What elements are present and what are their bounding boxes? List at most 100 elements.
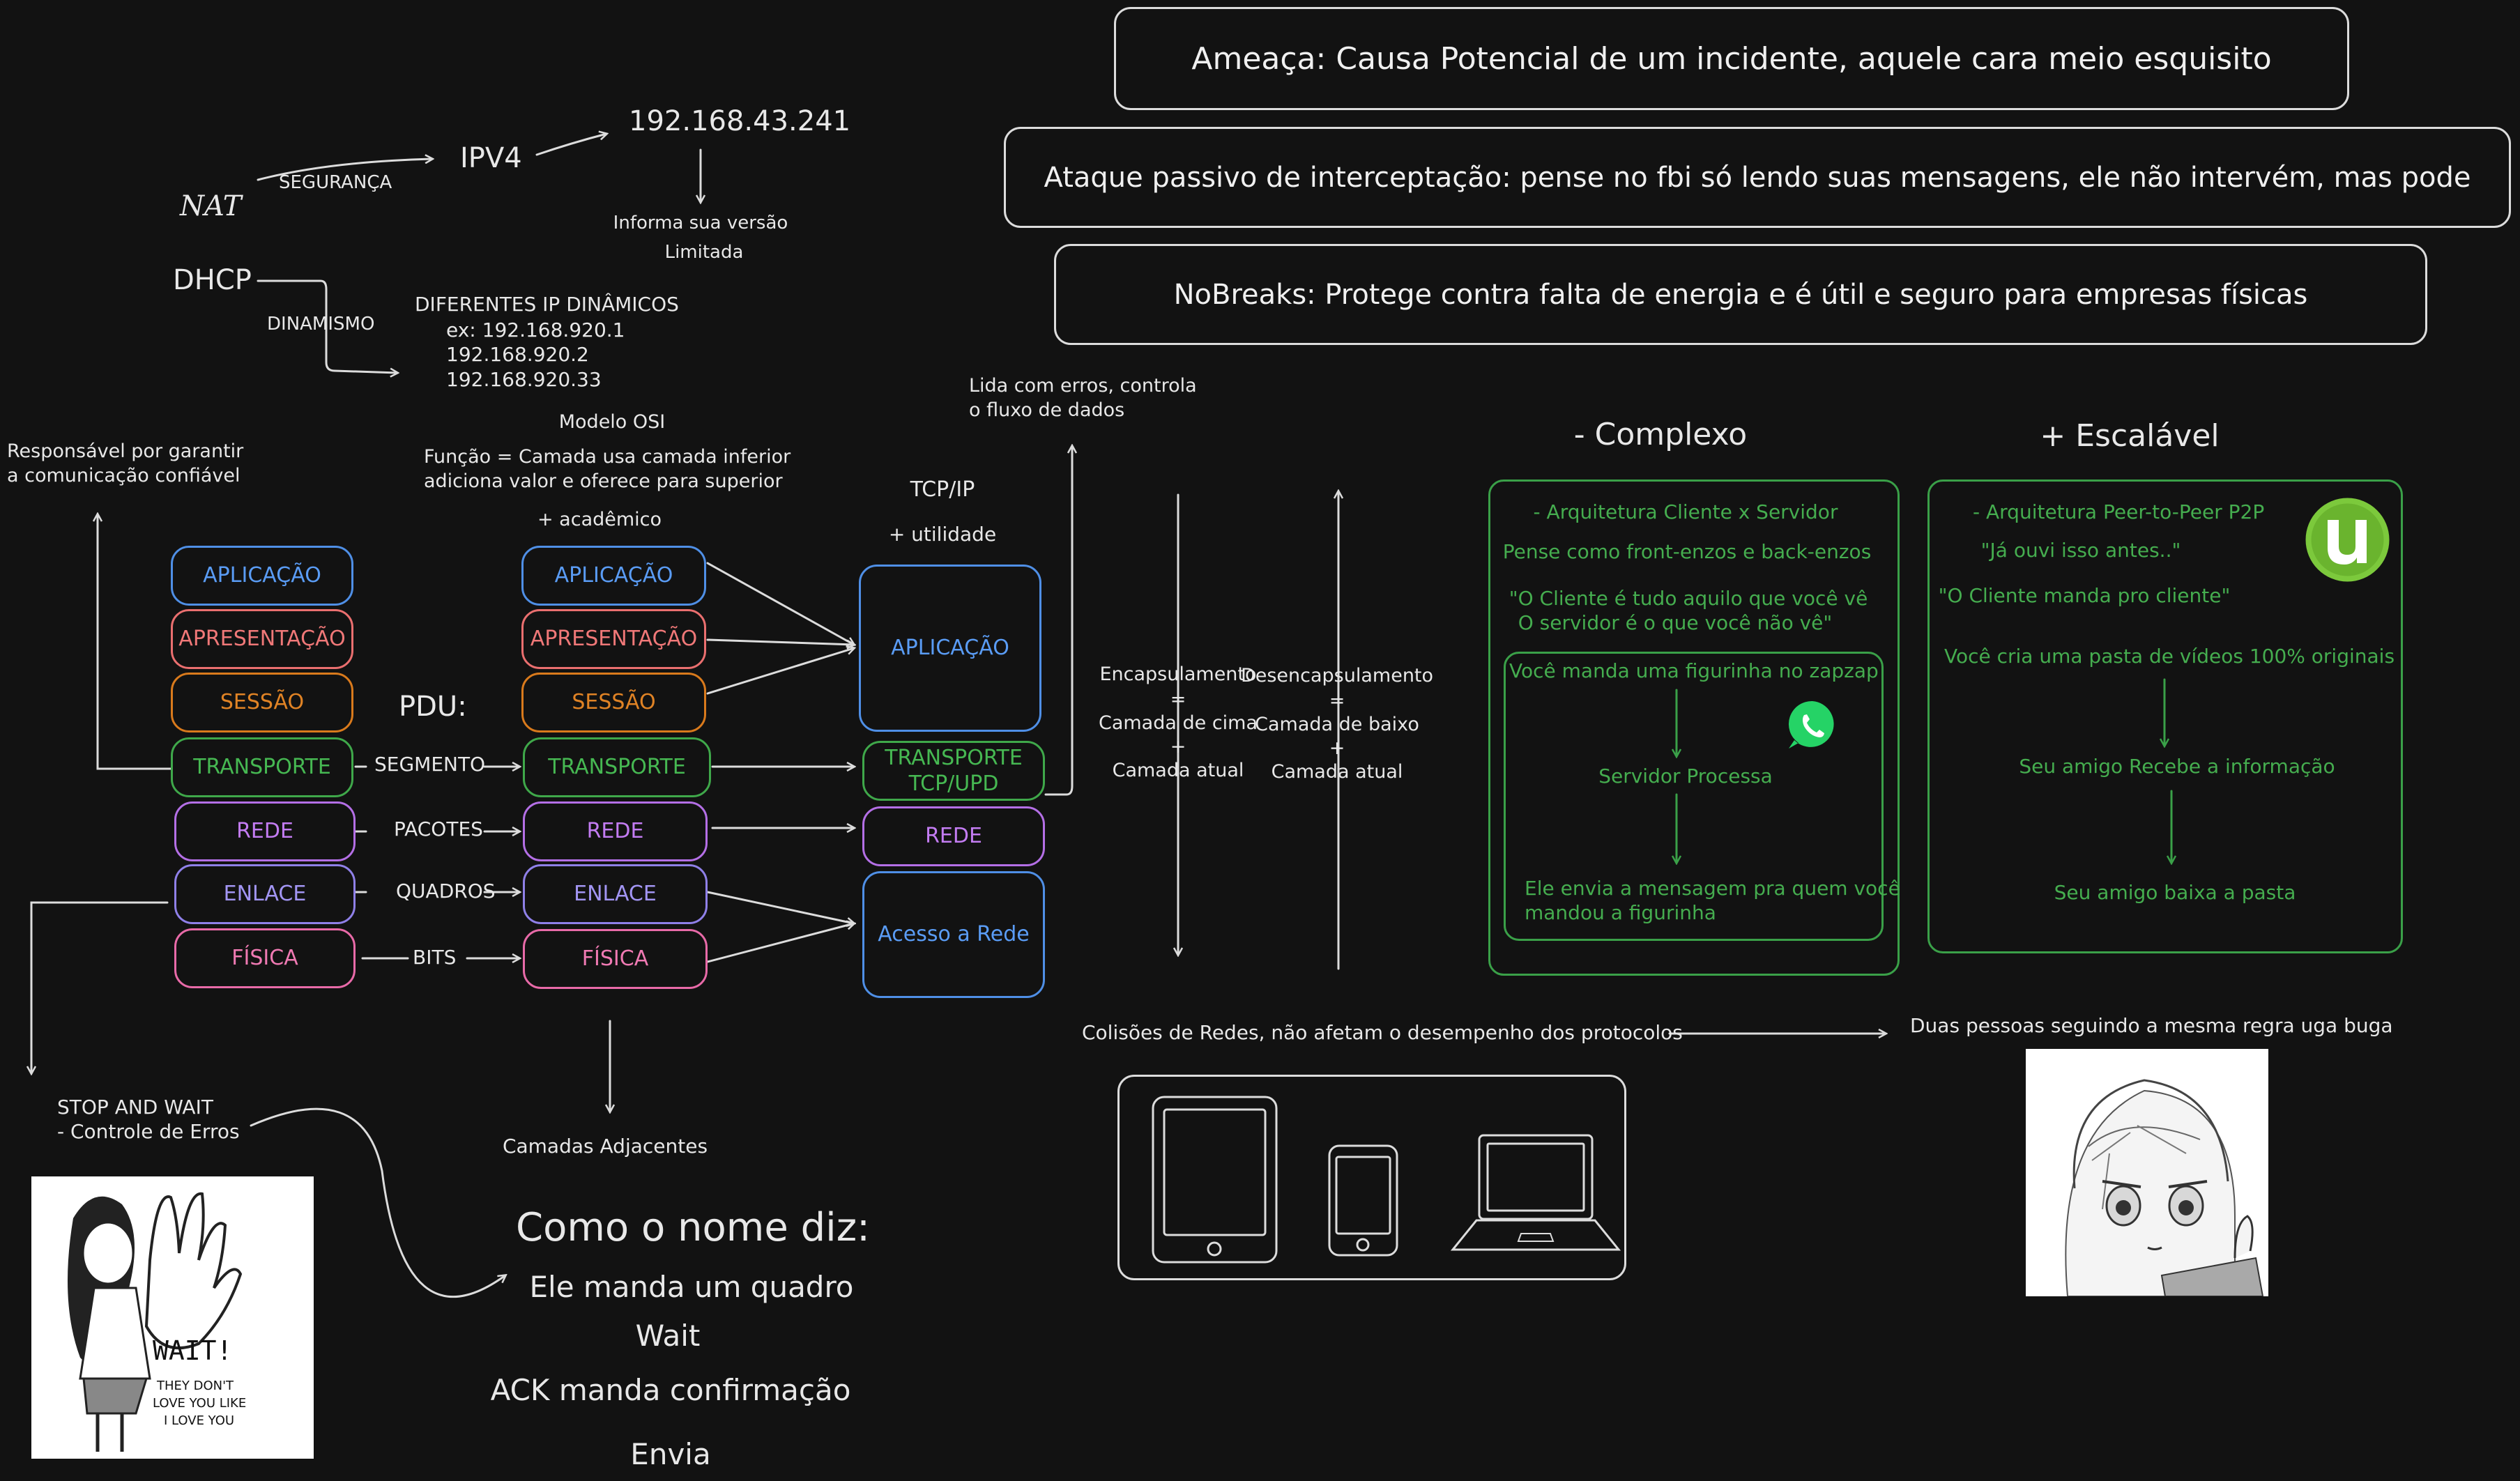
thumbs-up-character-image <box>2026 1049 2268 1296</box>
dinamico-ip-3: 192.168.920.33 <box>446 368 602 391</box>
como-line3: ACK manda confirmação <box>490 1373 851 1407</box>
arrow-ses-tcpapl <box>706 648 854 695</box>
arrow-nat-ipv4 <box>257 159 432 181</box>
escalavel-heading: + Escalável <box>2040 418 2220 454</box>
arrow-dhcp-dinamicos <box>257 279 397 373</box>
osi-left-rede: REDE <box>174 801 356 861</box>
utorrent-icon <box>2305 498 2390 582</box>
p2p-step1: Você cria uma pasta de vídeos 100% origi… <box>1944 645 2395 668</box>
enc-atual: Camada atual <box>1112 760 1244 781</box>
cs-step3-line2: mandou a figurinha <box>1525 901 1716 924</box>
osi-left-sessao: SESSÃO <box>171 673 353 732</box>
tcpip-label: TCP/IP <box>910 477 975 502</box>
arrow-apr-tcpapl <box>706 638 854 645</box>
osi-mid-transporte: TRANSPORTE <box>523 737 711 797</box>
osi-left-enlace: ENLACE <box>174 864 356 924</box>
des-baixo: Camada de baixo <box>1255 714 1419 735</box>
osi-mid-rede: REDE <box>523 801 708 861</box>
p2p-step3: Seu amigo baixa a pasta <box>2054 881 2296 904</box>
arrow-ipv4-ip <box>535 134 606 156</box>
wait-comic-image: WAIT! THEY DON'T LOVE YOU LIKE I LOVE YO… <box>31 1176 314 1459</box>
cs-step3-line1: Ele envia a mensagem pra quem você <box>1525 877 1900 900</box>
ameaca-box: Ameaça: Causa Potencial de um incidente,… <box>1114 7 2349 110</box>
tcpip-transporte-line2: TCP/UPD <box>908 772 999 796</box>
osi-mid-enlace: ENLACE <box>523 864 708 924</box>
osi-mid-aplicacao: APLICAÇÃO <box>521 546 706 606</box>
pdu-bits: BITS <box>413 946 457 969</box>
enc-title: Encapsulamento <box>1099 663 1257 685</box>
client-server-panel <box>1488 479 1900 976</box>
enc-eq: = <box>1170 689 1186 710</box>
collisions-result: Duas pessoas seguindo a mesma regra uga … <box>1910 1014 2393 1037</box>
como-line4: Envia <box>630 1437 711 1471</box>
tcpip-transporte-line1: TRANSPORTE <box>885 745 1023 770</box>
versao-line1: Informa sua versão <box>613 213 788 233</box>
tcpip-acesso-rede: Acesso a Rede <box>862 871 1045 998</box>
pdu-segmento: SEGMENTO <box>374 753 486 776</box>
camadas-adjacentes-label: Camadas Adjacentes <box>502 1135 708 1158</box>
osi-mid-fisica: FÍSICA <box>523 929 708 989</box>
dinamico-ip-1: ex: 192.168.920.1 <box>446 319 625 342</box>
comic-line3: I LOVE YOU <box>164 1413 235 1428</box>
osi-left-apresentacao: APRESENTAÇÃO <box>171 609 353 669</box>
p2p-quote2: "O Cliente manda pro cliente" <box>1938 584 2231 607</box>
des-atual: Camada atual <box>1271 761 1403 783</box>
stopwait-line2: - Controle de Erros <box>57 1120 240 1143</box>
stopwait-line1: STOP AND WAIT <box>57 1096 213 1119</box>
p2p-step2: Seu amigo Recebe a informação <box>2019 755 2335 778</box>
devices-box <box>1117 1075 1626 1280</box>
arrow-transporte-lida <box>1044 446 1072 796</box>
comic-line2: LOVE YOU LIKE <box>153 1396 247 1411</box>
cs-step1: Você manda uma figurinha no zapzap <box>1509 659 1879 682</box>
pdu-label: PDU: <box>399 691 467 723</box>
como-title: Como o nome diz: <box>516 1205 870 1250</box>
ataque-box: Ataque passivo de interceptação: pense n… <box>1004 127 2511 228</box>
cs-quote1: "O Cliente é tudo aquilo que você vê <box>1509 587 1868 610</box>
arrow-enlace-stopwait <box>31 901 169 1073</box>
osi-mid-apresentacao: APRESENTAÇÃO <box>521 609 706 669</box>
cs-inner-panel <box>1504 652 1884 941</box>
enc-cima: Camada de cima <box>1098 712 1258 734</box>
ipv4-label: IPV4 <box>460 142 522 174</box>
responsavel-line1: Responsável por garantir <box>7 440 244 462</box>
cs-title: - Arquitetura Cliente x Servidor <box>1533 500 1838 523</box>
seguranca-label: SEGURANÇA <box>279 172 392 193</box>
osi-left-aplicacao: APLICAÇÃO <box>171 546 353 606</box>
tcpip-rede: REDE <box>862 806 1045 866</box>
des-plus: + <box>1329 737 1345 759</box>
whatsapp-icon <box>1788 700 1834 749</box>
arrow-enl-acesso <box>706 891 854 923</box>
academico-label: + acadêmico <box>537 509 662 530</box>
osi-left-transporte: TRANSPORTE <box>171 737 353 797</box>
pdu-pacotes: PACOTES <box>394 818 483 841</box>
comic-wait: WAIT! <box>153 1335 233 1366</box>
p2p-panel <box>1927 479 2403 953</box>
arrow-transporte-responsavel <box>98 514 172 770</box>
dinamismo-label: DINAMISMO <box>267 314 375 335</box>
funcao-line1: Função = Camada usa camada inferior <box>424 446 791 468</box>
modelo-osi-label: Modelo OSI <box>558 411 666 433</box>
lida-line1: Lida com erros, controla <box>969 375 1197 397</box>
cs-pense: Pense como front-enzos e back-enzos <box>1502 540 1872 563</box>
tcpip-transporte: TRANSPORTE TCP/UPD <box>862 741 1045 801</box>
cs-quote2: O servidor é o que você não vê" <box>1518 611 1833 634</box>
nat-label: NAT <box>180 190 242 222</box>
phone-icon <box>1328 1144 1398 1257</box>
arrow-fis-acesso <box>706 923 854 963</box>
versao-line2: Limitada <box>664 242 744 263</box>
comic-line1: THEY DON'T <box>157 1379 234 1393</box>
como-line1: Ele manda um quadro <box>529 1270 854 1304</box>
arrow-stopwait-como <box>250 1107 505 1298</box>
osi-left-fisica: FÍSICA <box>174 928 356 988</box>
des-eq: = <box>1329 690 1345 712</box>
dinamico-ip-2: 192.168.920.2 <box>446 343 589 366</box>
lida-line2: o fluxo de dados <box>969 399 1125 421</box>
funcao-line2: adiciona valor e oferece para superior <box>424 470 783 492</box>
osi-mid-sessao: SESSÃO <box>521 673 706 732</box>
des-title: Desencapsulamento <box>1240 665 1434 686</box>
cs-step2: Servidor Processa <box>1598 765 1773 788</box>
tablet-icon <box>1152 1096 1278 1264</box>
pdu-quadros: QUADROS <box>396 880 496 903</box>
responsavel-line2: a comunicação confiável <box>7 465 240 486</box>
